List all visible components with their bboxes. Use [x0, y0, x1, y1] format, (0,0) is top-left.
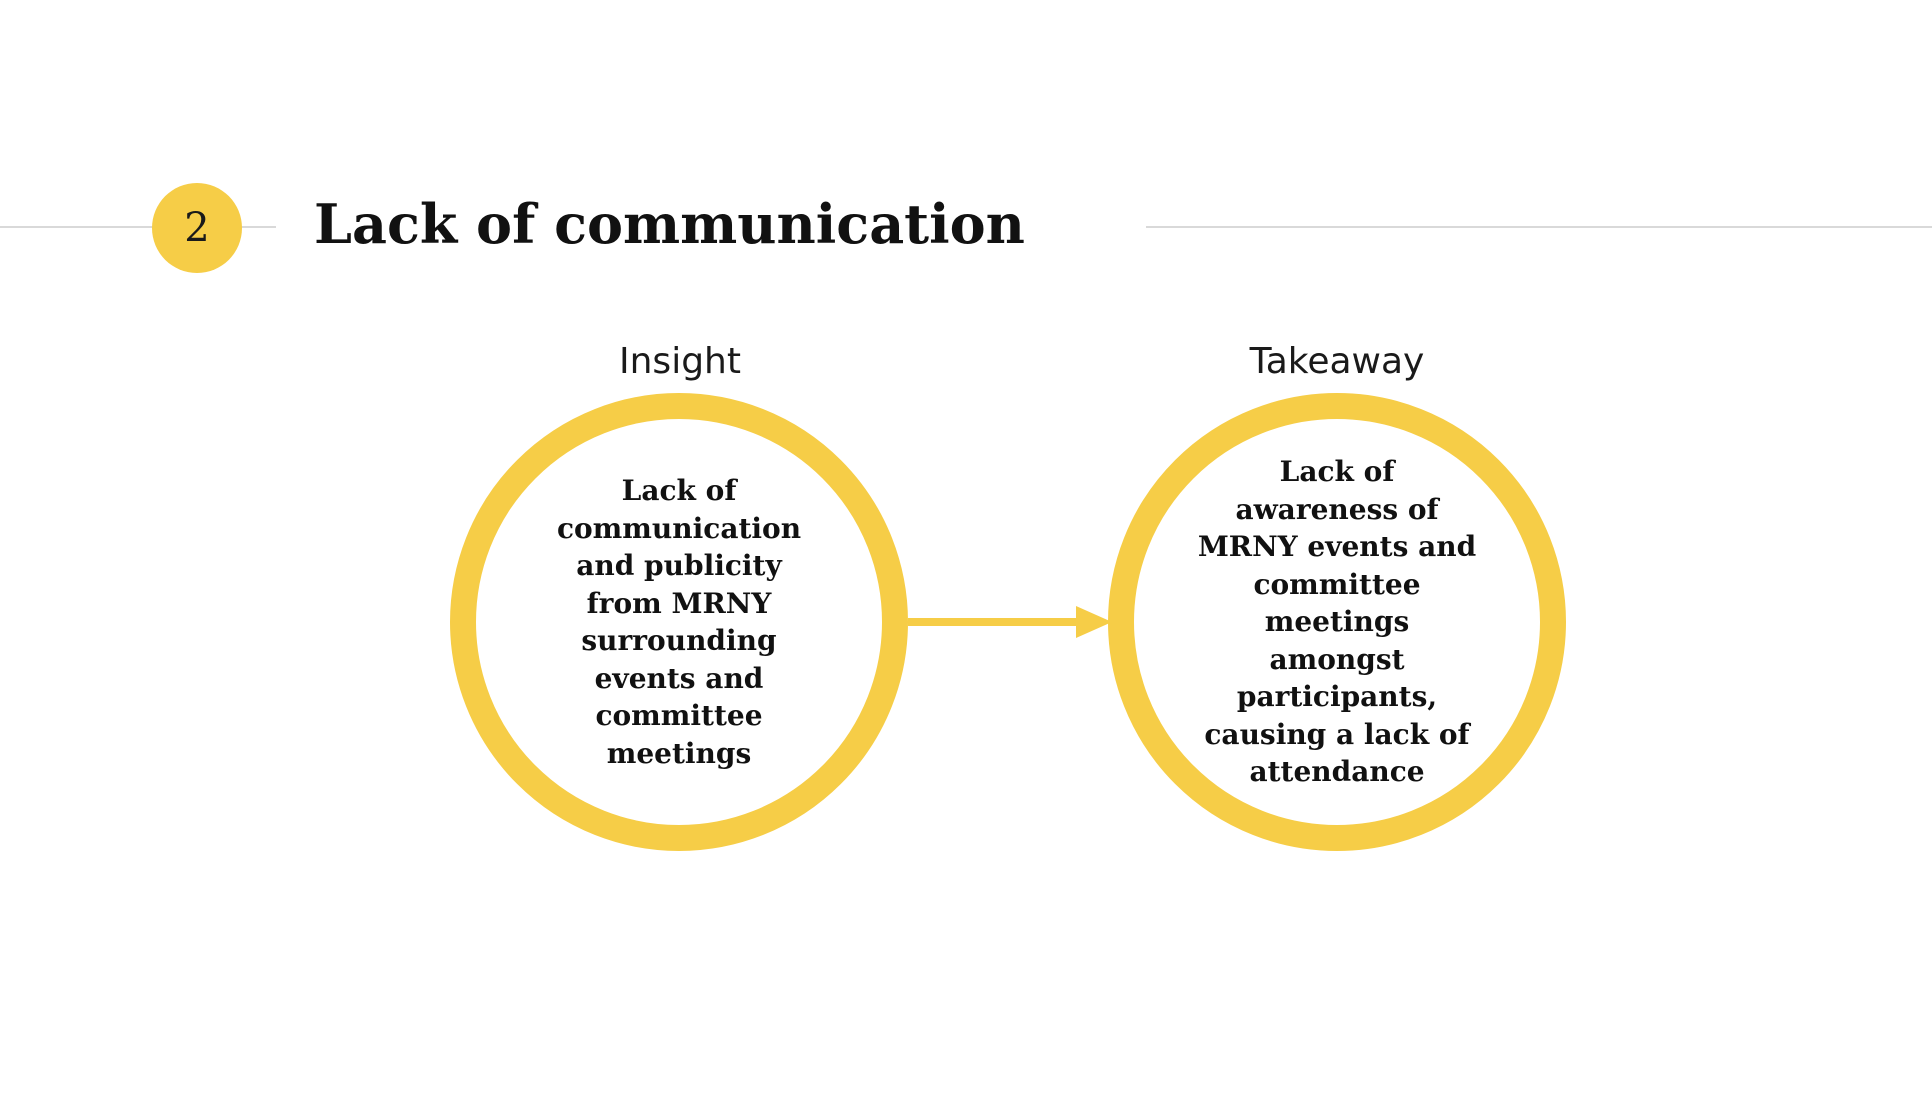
insight-text: Lack of communication and publicity from…: [556, 474, 802, 770]
page-title: Lack of communication: [314, 192, 1025, 256]
takeaway-circle: Lack of awareness of MRNY events and com…: [1108, 393, 1566, 851]
arrow-right-icon: [908, 606, 1112, 638]
insight-circle: Lack of communication and publicity from…: [450, 393, 908, 851]
connector-arrowhead: [1076, 606, 1112, 638]
divider-line-right: [1146, 226, 1932, 228]
divider-line-left: [0, 226, 276, 228]
step-number: 2: [184, 205, 210, 251]
takeaway-label: Takeaway: [1249, 341, 1425, 382]
step-number-badge: 2: [152, 183, 242, 273]
insight-label: Insight: [619, 341, 741, 382]
takeaway-text: Lack of awareness of MRNY events and com…: [1197, 455, 1477, 789]
